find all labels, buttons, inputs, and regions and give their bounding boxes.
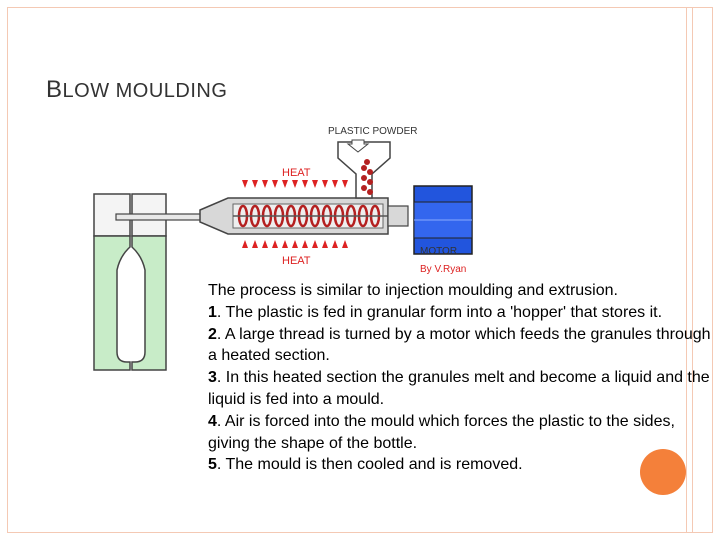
- heat-label-bottom: HEAT: [282, 255, 311, 267]
- step-2: 2. A large thread is turned by a motor w…: [208, 325, 711, 365]
- heat-label-top: HEAT: [282, 167, 311, 179]
- step-3: 3. In this heated section the granules m…: [208, 369, 710, 408]
- step-4: 4. Air is forced into the mould which fo…: [208, 412, 675, 452]
- motor: [413, 185, 473, 255]
- powder-arrow: [346, 139, 370, 153]
- heat-arrows-bottom: [242, 240, 348, 248]
- powder-label: PLASTIC POWDER: [328, 126, 417, 137]
- credit-label: By V.Ryan: [420, 264, 466, 275]
- heat-arrows-top: [242, 180, 348, 188]
- mould: [93, 193, 227, 371]
- decorative-circle: [640, 449, 686, 495]
- slide-border-line: [692, 7, 693, 533]
- blow-moulding-diagram: HEAT PLASTIC POWDER MOTOR By V.Ryan: [93, 126, 473, 371]
- coupling: [387, 205, 409, 227]
- intro-line: The process is similar to injection moul…: [208, 282, 618, 299]
- description-text: The process is similar to injection moul…: [208, 280, 718, 476]
- step-1: 1. The plastic is fed in granular form i…: [208, 303, 663, 321]
- step-5: 5. The mould is then cooled and is remov…: [208, 456, 523, 474]
- motor-label: MOTOR: [420, 246, 457, 257]
- slide-border-line: [686, 7, 687, 533]
- slide-title: BLOW MOULDING: [46, 76, 228, 103]
- slide-border: [7, 7, 713, 533]
- hopper: [337, 141, 391, 199]
